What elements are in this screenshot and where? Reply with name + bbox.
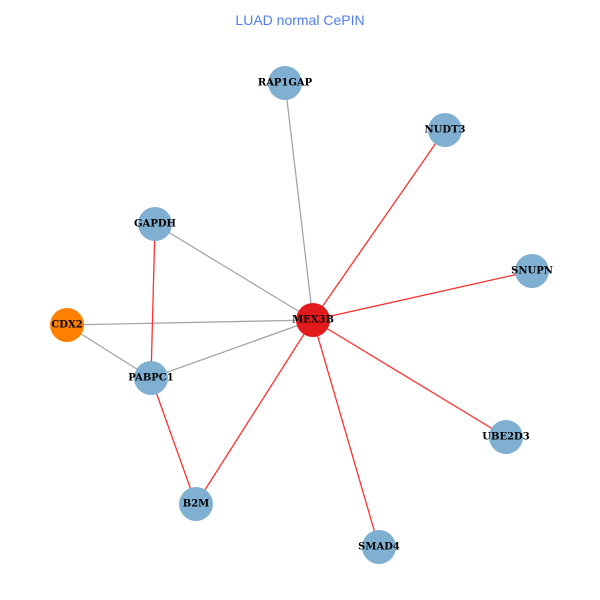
node-pabpc1[interactable]: PABPC1 [128,361,174,395]
node-mex3b[interactable]: MEX3B [292,303,334,337]
node-label: SNUPN [511,266,553,277]
node-label: SMAD4 [358,542,400,553]
node-circle [138,207,172,241]
edge-mex3b-gapdh [154,223,314,321]
node-b2m[interactable]: B2M [179,487,213,521]
node-label: MEX3B [292,315,334,326]
edge-mex3b-nudt3 [312,129,446,321]
node-label: PABPC1 [128,373,173,384]
node-label: B2M [183,499,209,510]
edge-mex3b-smad4 [312,319,380,548]
node-circle [134,361,168,395]
node-circle [296,303,330,337]
node-label: UBE2D3 [482,432,529,443]
diagram-title: LUAD normal CePIN [235,12,365,28]
node-label: NUDT3 [425,125,466,136]
node-circle [362,530,396,564]
node-circle [428,113,462,147]
node-circle [179,487,213,521]
node-label: GAPDH [134,219,176,230]
node-label: RAP1GAP [258,78,313,89]
node-circle [515,254,549,288]
node-rap1gap[interactable]: RAP1GAP [258,66,313,100]
edge-gapdh-pabpc1 [150,223,156,379]
node-smad4[interactable]: SMAD4 [358,530,400,564]
edge-mex3b-cdx2 [66,319,314,326]
node-snupn[interactable]: SNUPN [511,254,553,288]
node-cdx2[interactable]: CDX2 [50,308,84,342]
edge-mex3b-pabpc1 [150,319,314,379]
node-circle [268,66,302,100]
edge-mex3b-rap1gap [284,82,314,321]
node-ube2d3[interactable]: UBE2D3 [482,420,530,454]
node-label: CDX2 [51,320,82,331]
edge-mex3b-snupn [312,270,533,321]
edge-mex3b-ube2d3 [312,319,507,438]
node-nudt3[interactable]: NUDT3 [425,113,466,147]
node-gapdh[interactable]: GAPDH [134,207,176,241]
node-circle [489,420,523,454]
node-circle [50,308,84,342]
edge-mex3b-b2m [195,319,314,505]
edge-pabpc1-b2m [150,377,197,505]
